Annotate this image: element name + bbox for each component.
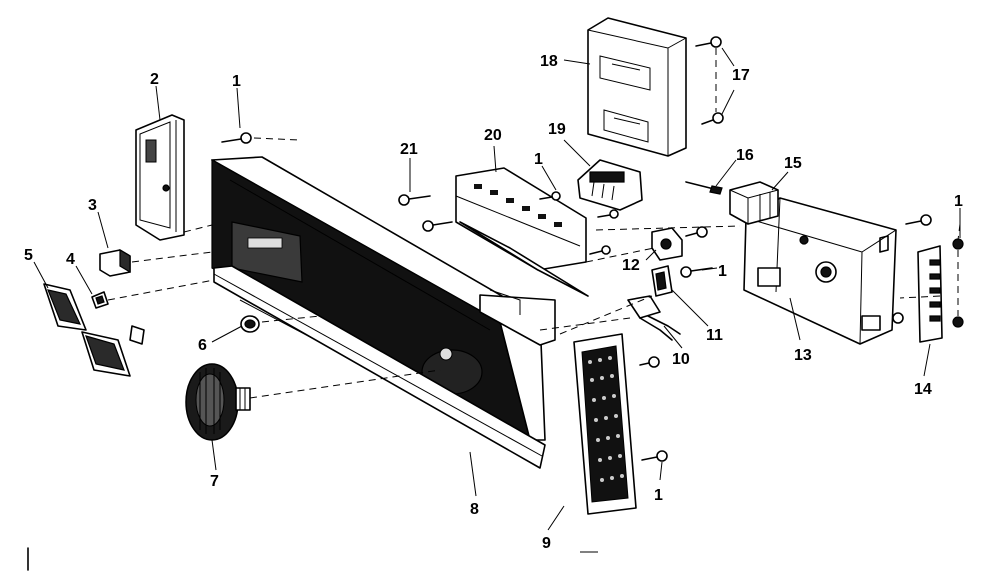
label-part-19: 19 (548, 121, 566, 138)
label-part-9: 9 (542, 535, 551, 552)
screw-13b (892, 312, 904, 324)
switch-part-3 (99, 248, 131, 277)
switch-part-12 (651, 227, 683, 261)
assembly-leader-lines (107, 48, 961, 399)
screw-1b (539, 191, 561, 201)
knob-stem-part-6 (240, 315, 260, 333)
label-part-8: 8 (470, 501, 479, 518)
label-part-1d: 1 (954, 193, 963, 210)
clip-part-11 (651, 265, 673, 297)
label-part-21: 21 (400, 141, 418, 158)
label-part-14: 14 (914, 381, 932, 398)
label-part-18: 18 (540, 53, 558, 70)
screw-17b (701, 112, 724, 125)
label-part-6: 6 (198, 337, 207, 354)
control-panel-part-8 (211, 156, 556, 469)
timer-assembly-part-13 (743, 197, 897, 345)
label-part-20: 20 (484, 127, 502, 144)
connector-part-19 (577, 159, 643, 211)
shield-cover-part-18 (587, 17, 687, 157)
label-part-1b: 1 (534, 151, 543, 168)
screw-17a (695, 36, 722, 48)
terminal-part-10 (627, 295, 681, 341)
circuit-board-part-20 (455, 167, 589, 297)
screw-21 (398, 194, 431, 206)
screw-10b (639, 356, 660, 368)
screw-20c (589, 245, 611, 255)
screw-1c (680, 266, 713, 278)
label-part-16: 16 (736, 147, 754, 164)
label-part-3: 3 (88, 197, 97, 214)
vent-grille-part-9 (573, 333, 637, 515)
label-part-13: 13 (794, 347, 812, 364)
part-number-labels: 2 1 3 4 5 6 7 8 9 10 11 12 13 14 15 16 1… (24, 53, 963, 552)
label-part-1e: 1 (654, 487, 663, 504)
label-part-2: 2 (150, 71, 159, 88)
screw-20b (422, 220, 453, 232)
screw-14a (952, 238, 964, 250)
label-part-5: 5 (24, 247, 33, 264)
screw-19b (597, 209, 619, 219)
terminal-strip-part-14 (917, 245, 943, 343)
connector-part-15 (729, 181, 779, 225)
screw-1a (221, 132, 252, 144)
screws (221, 36, 964, 462)
callout-leaders (33, 47, 961, 553)
label-part-1c: 1 (718, 263, 727, 280)
label-part-10: 10 (672, 351, 690, 368)
label-part-12: 12 (622, 257, 640, 274)
screw-14b (952, 316, 964, 328)
bracket-part-2 (135, 114, 185, 241)
screw-12b (685, 226, 708, 238)
label-part-4: 4 (66, 251, 75, 268)
button-strip-part-5 (43, 283, 145, 377)
clip-part-4 (91, 291, 109, 309)
screw-1e (641, 450, 668, 462)
label-part-7: 7 (210, 473, 219, 490)
pin-part-16 (685, 181, 723, 195)
label-part-17: 17 (732, 67, 750, 84)
screw-1d (905, 214, 932, 226)
label-part-15: 15 (784, 155, 802, 172)
label-part-11: 11 (706, 327, 723, 344)
timer-knob-part-7 (185, 363, 251, 441)
label-part-1a: 1 (232, 73, 241, 90)
